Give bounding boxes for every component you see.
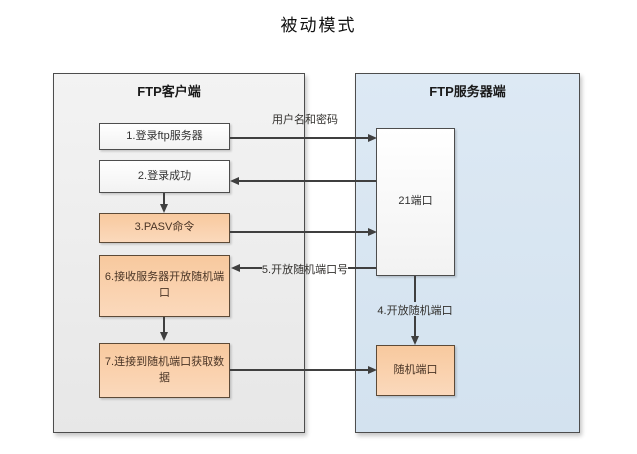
- open-random-port-number-label: 5.开放随机端口号: [261, 264, 349, 276]
- arrow-open-number-line-left: [240, 267, 262, 269]
- step-box-receive-random-port: 6.接收服务器开放随机端口: [99, 255, 230, 317]
- server-panel-header: FTP服务器端: [429, 84, 506, 99]
- arrow-get-data-line: [230, 369, 369, 371]
- random-port-box: 随机端口: [376, 345, 455, 396]
- step-box-login-ftp-server: 1.登录ftp服务器: [99, 123, 230, 150]
- arrow-credentials-head-icon: [368, 134, 377, 142]
- arrow-open-number-head-icon: [231, 264, 240, 272]
- arrow-login-success-head-icon: [230, 177, 239, 185]
- connector-step6-step7-line: [163, 317, 165, 333]
- connector-step2-step3-head-icon: [160, 204, 168, 213]
- step-box-login-success: 2.登录成功: [99, 160, 230, 193]
- arrow-login-success-line: [239, 180, 376, 182]
- step-box-connect-random-port: 7.连接到随机端口获取数据: [99, 343, 230, 398]
- open-random-port-label: 4.开放随机端口: [377, 305, 453, 317]
- arrow-open-port-head-icon: [411, 336, 419, 345]
- arrow-pasv-line: [230, 231, 369, 233]
- client-panel-header: FTP客户端: [137, 84, 201, 99]
- arrow-open-port-line-bottom: [414, 316, 416, 337]
- arrow-open-number-line-right: [348, 267, 376, 269]
- arrow-credentials-line: [230, 137, 369, 139]
- connector-step6-step7-head-icon: [160, 332, 168, 341]
- credentials-label: 用户名和密码: [272, 114, 338, 126]
- connector-step2-step3-line: [163, 193, 165, 205]
- port-21-box: 21端口: [376, 128, 455, 276]
- step-box-pasv-command: 3.PASV命令: [99, 213, 230, 243]
- diagram-title: 被动模式: [280, 16, 357, 35]
- arrow-get-data-head-icon: [368, 366, 377, 374]
- arrow-pasv-head-icon: [368, 228, 377, 236]
- arrow-open-port-line-top: [414, 276, 416, 302]
